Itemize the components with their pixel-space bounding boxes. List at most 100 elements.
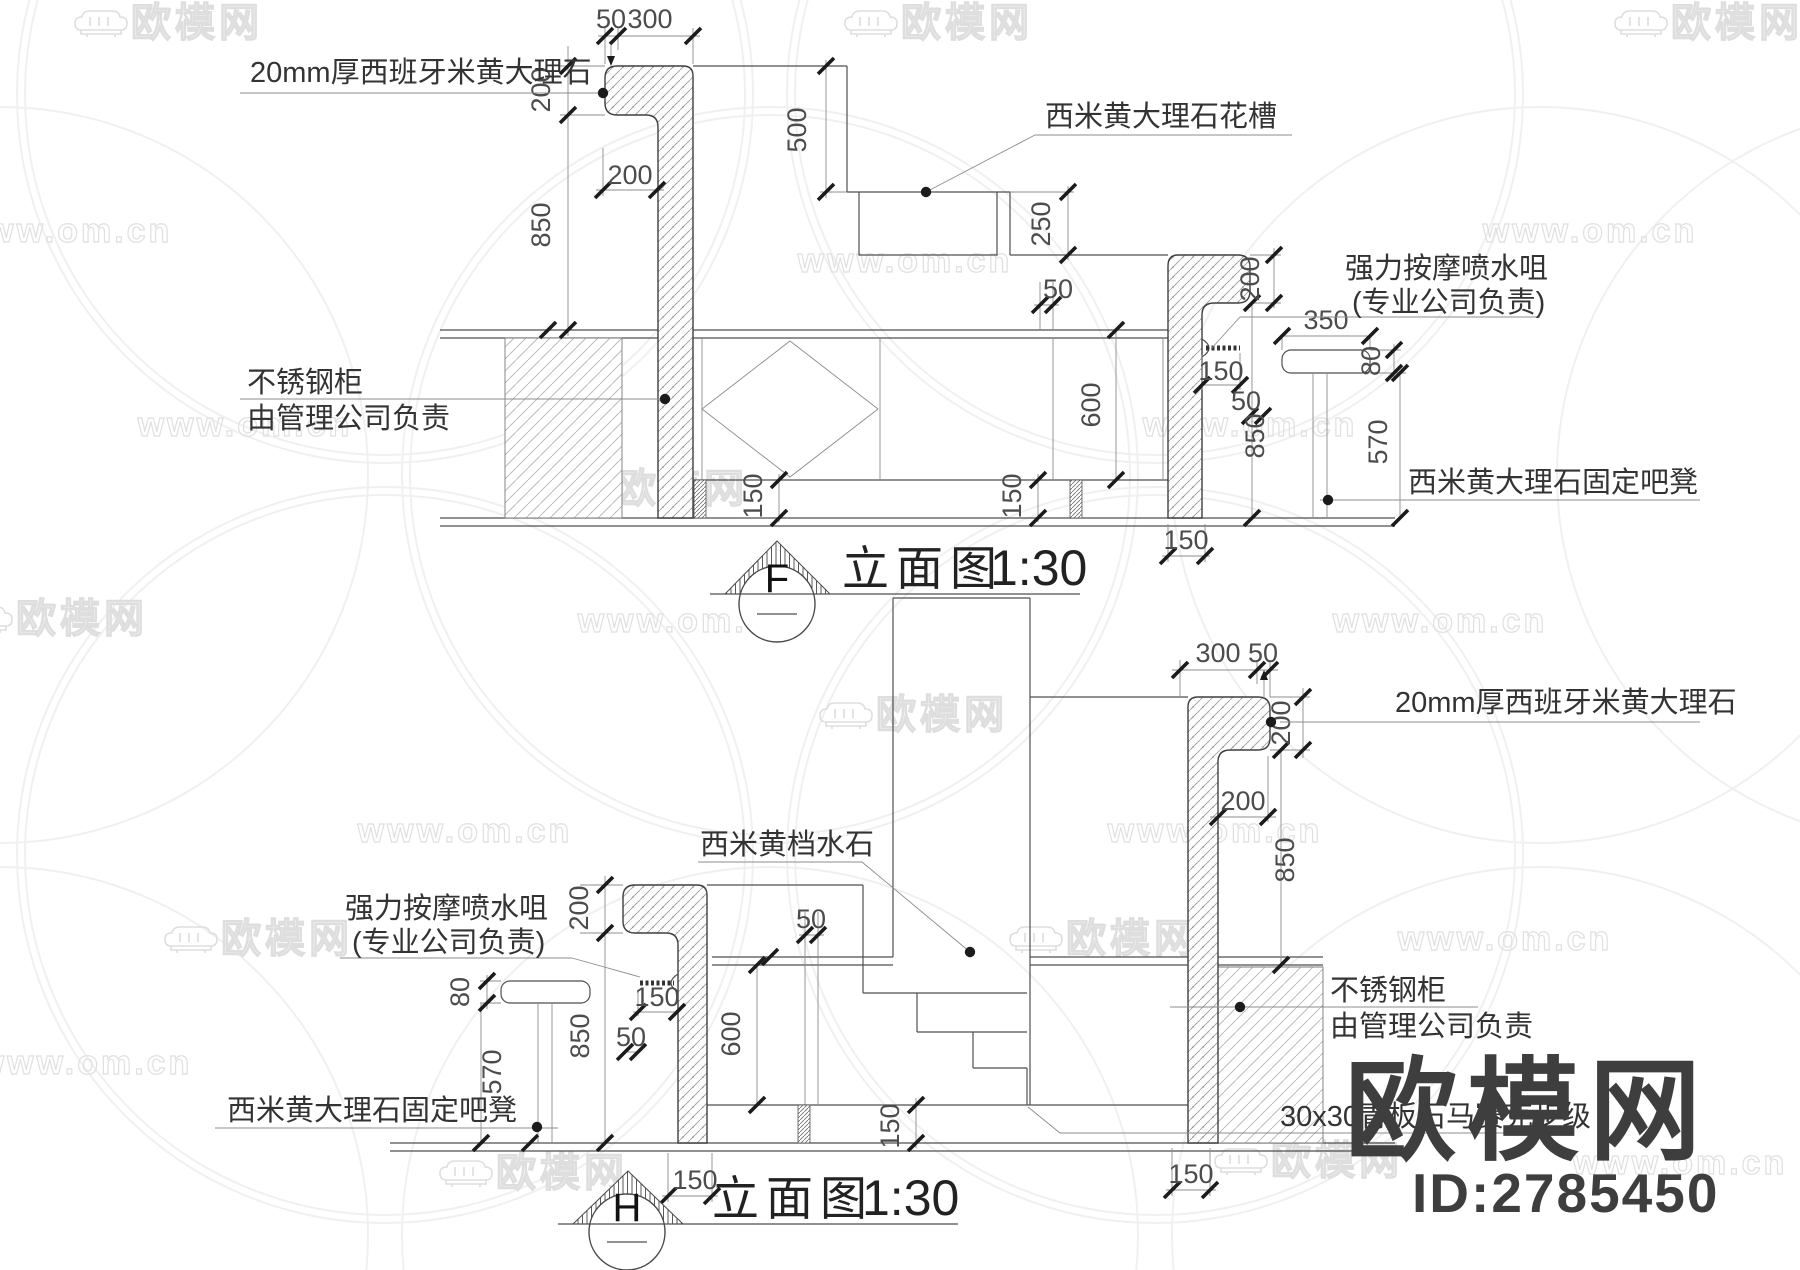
label-fixed-stool: 西米黄大理石固定吧凳 [1408, 466, 1698, 499]
label-steel-cabinet-2: 由管理公司负责 [247, 402, 450, 435]
dim-value: 570 [1363, 419, 1393, 464]
watermark-site: www.om.cn [1482, 212, 1698, 250]
watermark-tiles: 欧模网 欧模网 欧模网 欧模网 欧模网 欧模网 欧模网 欧模网 欧模网 欧模网 … [0, 0, 1800, 1196]
dim-value: 200 [564, 885, 594, 930]
watermark-site: www.om.cn [797, 242, 1013, 280]
dim-value: 250 [1026, 201, 1056, 246]
label-massage-jet: 强力按摩喷水咀 [1345, 252, 1548, 285]
watermark-site: www.om.cn [1332, 602, 1548, 640]
watermark-site: www.om.cn [1397, 920, 1613, 958]
dim-value: 570 [477, 1049, 507, 1094]
dim-value: 200 [526, 67, 556, 112]
dim-value: 80 [1356, 346, 1386, 376]
view-title: 立面图 [842, 542, 1004, 595]
watermark-brand: 欧模网 [221, 917, 353, 961]
elevation-marker-circle [738, 565, 816, 643]
label-massage-jet-2: (专业公司负责) [1352, 286, 1545, 319]
bar-stool-seat [1281, 349, 1371, 374]
diamond-inlay [701, 340, 879, 478]
label-splash-stone: 西米黄档水石 [700, 828, 874, 861]
watermark-site: www.om.cn [137, 406, 353, 444]
dim-value: 150 [1163, 525, 1208, 555]
dim-value: 50 [596, 4, 626, 34]
sofa-icon [0, 606, 13, 634]
corner-watermark: 欧模网 ID:2785450 [1345, 1049, 1719, 1224]
watermark-site: www.om.cn [1572, 1144, 1788, 1182]
massage-jet [670, 973, 679, 993]
watermark-brand: 欧模网 [1671, 1, 1800, 45]
dim-value: 50 [796, 904, 826, 934]
sofa-icon [1614, 10, 1668, 38]
watermark-brand: 欧模网 [901, 1, 1033, 45]
dim-value: 150 [997, 473, 1027, 518]
label-marble-top: 20mm厚西班牙米黄大理石 [250, 56, 592, 89]
watermark-site: www.om.cn [357, 812, 573, 850]
sofa-icon [1009, 926, 1063, 954]
elevation-marker-letter: H [613, 1186, 642, 1230]
label-mosaic-steps: 30x30青板石马赛克步级 [1280, 1100, 1591, 1133]
sofa-icon [164, 926, 218, 954]
dim-value: 150 [634, 982, 679, 1012]
watermark-brand: 欧模网 [496, 1151, 628, 1195]
dim-value: 850 [1270, 837, 1300, 882]
dim-value: 50 [1231, 386, 1261, 416]
elevation-marker-circle [588, 1193, 666, 1270]
sofa-icon [439, 1160, 493, 1188]
elevation-f: 50 300 200 200 850 500 250 50 600 150 15… [240, 4, 1700, 643]
dim-value: 50 [1248, 638, 1278, 668]
skirting-block [1069, 479, 1083, 519]
watermark-site: www.om.cn [0, 1044, 192, 1082]
dim-value: 300 [627, 4, 672, 34]
dim-value: 150 [1168, 1159, 1213, 1189]
corner-id: ID:2785450 [1412, 1162, 1719, 1224]
label-marble-top: 20mm厚西班牙米黄大理石 [1395, 686, 1737, 719]
sofa-icon [74, 10, 128, 38]
view-scale: 1:30 [990, 540, 1087, 596]
label-steel-cabinet: 不锈钢柜 [1330, 974, 1446, 1007]
label-massage-jet: 强力按摩喷水咀 [345, 892, 548, 925]
flower-trough [858, 192, 998, 256]
label-steel-cabinet: 不锈钢柜 [247, 366, 363, 399]
dim-value: 200 [1220, 786, 1265, 816]
watermark-brand: 欧模网 [16, 597, 148, 641]
label-flower-trough: 西米黄大理石花槽 [1045, 100, 1277, 133]
dim-value: 150 [672, 1165, 717, 1195]
sofa-icon [1214, 1148, 1268, 1176]
dim-value: 200 [1235, 256, 1265, 301]
dim-value: 50 [616, 1022, 646, 1052]
marble-wall-right [1187, 696, 1271, 1144]
watermark-brand: 欧模网 [1271, 1139, 1403, 1183]
watermark-brand: 欧模网 [1066, 917, 1198, 961]
skirting-block [797, 1104, 811, 1144]
elevation-h: 300 50 200 200 850 200 80 150 50 850 570… [215, 597, 1737, 1270]
dim-value: 150 [875, 1103, 905, 1148]
marble-wall-left [622, 884, 708, 1144]
marble-wall-right [1167, 254, 1251, 519]
watermark-brand: 欧模网 [876, 693, 1008, 737]
sofa-icon [844, 10, 898, 38]
dim-value: 350 [1303, 305, 1348, 335]
dim-value: 200 [607, 160, 652, 190]
dim-value: 850 [565, 1013, 595, 1058]
marble-wall-left [604, 65, 694, 519]
dim-value: 300 [1195, 638, 1240, 668]
dim-value: 80 [445, 977, 475, 1007]
skirting-block [693, 479, 707, 519]
label-massage-jet-2: (专业公司负责) [352, 926, 545, 959]
label-steel-cabinet-2: 由管理公司负责 [1330, 1010, 1533, 1043]
dim-value: 600 [1076, 382, 1106, 427]
dim-value: 150 [1198, 356, 1243, 386]
dim-value: 500 [782, 107, 812, 152]
dim-value: 600 [716, 1011, 746, 1056]
sofa-icon [819, 702, 873, 730]
bar-stool-seat [500, 980, 591, 1004]
view-title: 立面图 [712, 1172, 874, 1225]
view-scale: 1:30 [862, 1170, 959, 1226]
dim-value: 850 [526, 202, 556, 247]
dim-value: 150 [738, 473, 768, 518]
watermark-site: www.om.cn [0, 212, 172, 250]
dim-value: 850 [1240, 413, 1270, 458]
